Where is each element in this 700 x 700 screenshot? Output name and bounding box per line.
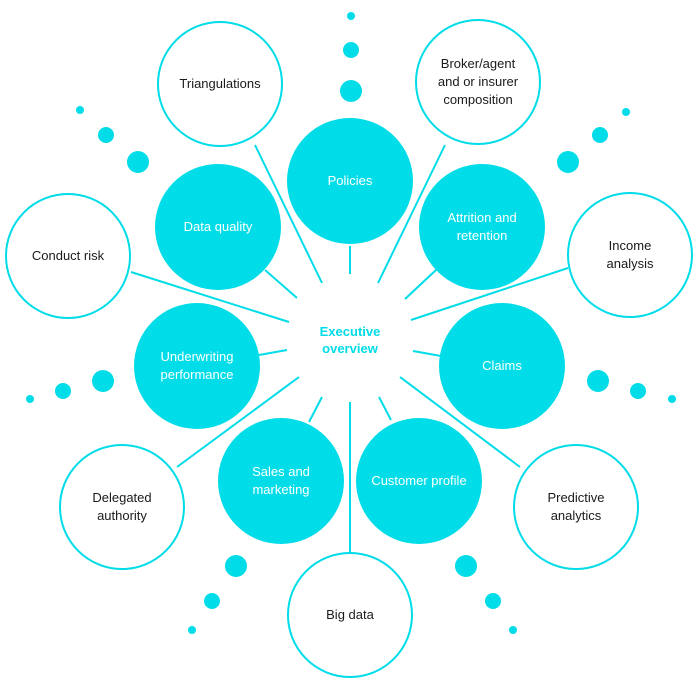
dot bbox=[347, 12, 355, 20]
node-claims bbox=[439, 303, 565, 429]
dot bbox=[668, 395, 676, 403]
node-attrition-retention bbox=[419, 164, 545, 290]
spoke-data-quality bbox=[264, 269, 298, 299]
dot bbox=[127, 151, 149, 173]
spoke-customer-profile bbox=[378, 396, 392, 421]
dot bbox=[592, 127, 608, 143]
dot bbox=[92, 370, 114, 392]
dot bbox=[587, 370, 609, 392]
dot bbox=[485, 593, 501, 609]
dot bbox=[343, 42, 359, 58]
triangulations-label: Triangulations bbox=[179, 76, 261, 91]
spoke-delegated-authority bbox=[176, 376, 300, 468]
dot bbox=[98, 127, 114, 143]
node-policies bbox=[287, 118, 413, 244]
spoke-income-analysis bbox=[410, 267, 569, 321]
node-predictive-analytics bbox=[513, 444, 639, 570]
spoke-lines bbox=[130, 144, 569, 552]
spoke-predictive-analytics bbox=[399, 376, 521, 468]
dot bbox=[26, 395, 34, 403]
decorative-dots bbox=[26, 12, 676, 634]
spoke-attrition bbox=[404, 269, 437, 300]
dot bbox=[509, 626, 517, 634]
node-customer-profile bbox=[356, 418, 482, 544]
dot bbox=[340, 80, 362, 102]
customer-profile-label: Customer profile bbox=[371, 473, 467, 488]
dot bbox=[188, 626, 196, 634]
spoke-sales-marketing bbox=[308, 396, 323, 423]
claims-label: Claims bbox=[482, 358, 522, 373]
data-quality-label: Data quality bbox=[183, 219, 253, 234]
outer-nodes bbox=[5, 19, 693, 678]
dot bbox=[204, 593, 220, 609]
node-delegated-authority bbox=[59, 444, 185, 570]
node-data-quality bbox=[155, 164, 281, 290]
dot bbox=[455, 555, 477, 577]
node-broker-agent bbox=[415, 19, 541, 145]
dot bbox=[630, 383, 646, 399]
policies-label: Policies bbox=[327, 173, 373, 188]
node-big-data bbox=[287, 552, 413, 678]
spoke-conduct-risk bbox=[130, 271, 290, 323]
dot bbox=[76, 106, 84, 114]
node-triangulations bbox=[157, 21, 283, 147]
dot bbox=[55, 383, 71, 399]
conduct-risk-label: Conduct risk bbox=[31, 248, 105, 263]
dot bbox=[225, 555, 247, 577]
dot bbox=[557, 151, 579, 173]
spoke-broker-agent bbox=[377, 144, 446, 284]
node-sales-marketing bbox=[218, 418, 344, 544]
spoke-triangulations bbox=[254, 144, 323, 284]
big-data-label: Big data bbox=[326, 607, 374, 622]
inner-nodes bbox=[134, 118, 565, 544]
node-underwriting bbox=[134, 303, 260, 429]
node-income-analysis bbox=[567, 192, 693, 318]
dot bbox=[622, 108, 630, 116]
spoke-claims bbox=[412, 350, 442, 357]
spoke-underwriting bbox=[258, 349, 288, 356]
node-conduct-risk bbox=[5, 193, 131, 319]
